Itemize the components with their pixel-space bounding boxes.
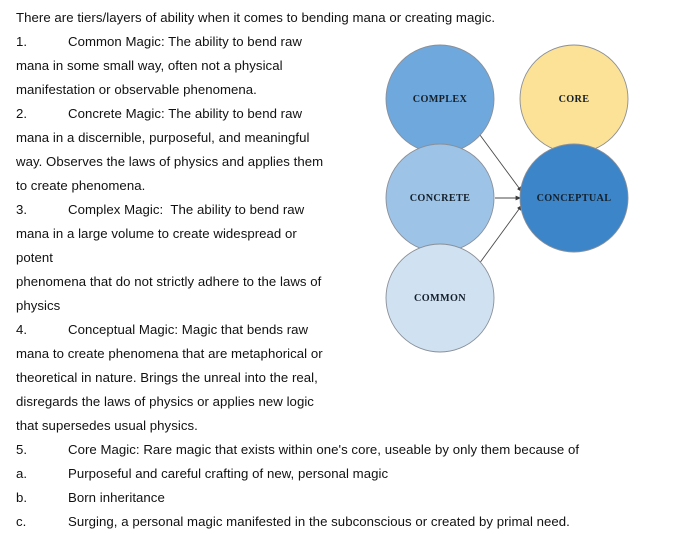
list-item: a. Purposeful and careful crafting of new… — [16, 462, 664, 486]
diagram-node-conceptual[interactable]: CONCEPTUAL — [519, 143, 629, 253]
page-root: There are tiers/layers of ability when i… — [16, 10, 670, 529]
node-label-concrete: CONCRETE — [410, 193, 471, 204]
list-text: Conceptual Magic: Magic that bends raw — [68, 322, 309, 337]
list-text: Common Magic: The ability to bend raw — [68, 34, 302, 49]
diagram-node-complex[interactable]: COMPLEX — [385, 44, 495, 154]
list-text: mana to create phenomena that are metaph… — [16, 346, 323, 361]
diagram-node-common[interactable]: COMMON — [385, 243, 495, 353]
list-text: phenomena that do not strictly adhere to… — [16, 274, 322, 289]
node-label-conceptual: CONCEPTUAL — [537, 193, 612, 204]
list-marker: 1. — [16, 34, 28, 49]
list-text: manifestation or observable phenomena. — [16, 82, 257, 97]
list-marker: b. — [16, 490, 28, 505]
node-circle-conceptual[interactable] — [519, 143, 629, 253]
list-text: Concrete Magic: The ability to bend raw — [68, 106, 303, 121]
diagram-edge-complex-to-conceptual — [479, 134, 523, 193]
list-text: physics — [16, 298, 61, 313]
magic-tier-diagram: COMPLEX CORE CONCRETE CONCEPTUAL COMMON — [378, 42, 670, 353]
list-text: that supersedes usual physics. — [16, 418, 198, 433]
node-label-core: CORE — [559, 94, 590, 105]
list-text: disregards the laws of physics or applie… — [16, 394, 314, 409]
intro-line: There are tiers/layers of ability when i… — [16, 10, 496, 25]
list-text: Purposeful and careful crafting of new, … — [68, 466, 389, 481]
list-item: 4. Conceptual Magic: Magic that bends raw — [16, 318, 664, 342]
list-marker: 3. — [16, 202, 28, 217]
diagram-nodes: COMPLEX CORE CONCRETE CONCEPTUAL COMMON — [385, 44, 629, 353]
list-marker: c. — [16, 514, 27, 529]
list-marker: a. — [16, 466, 28, 481]
list-item: 5. Core Magic: Rare magic that exists wit… — [16, 438, 664, 462]
list-item: 3. Complex Magic: The ability to bend raw — [16, 198, 664, 222]
diagram-node-concrete[interactable]: CONCRETE — [385, 143, 495, 253]
node-circle-common[interactable] — [385, 243, 495, 353]
list-text: potent — [16, 250, 53, 265]
list-text: theoretical in nature. Brings the unreal… — [16, 370, 318, 385]
list-item: b. Born inheritance — [16, 486, 664, 510]
list-text: way. Observes the laws of physics and ap… — [16, 154, 324, 169]
list-marker: 2. — [16, 106, 28, 121]
list-text: to create phenomena. — [16, 178, 146, 193]
list-text: Surging, a personal magic manifested in … — [68, 514, 570, 529]
list-text: Born inheritance — [68, 490, 165, 505]
list-item: 2. Concrete Magic: The ability to bend ra… — [16, 102, 664, 126]
diagram-edge-common-to-conceptual — [478, 204, 523, 265]
diagram-node-core[interactable]: CORE — [519, 44, 629, 154]
list-item: 1. Common Magic: The ability to bend raw — [16, 30, 664, 54]
list-text: Core Magic: Rare magic that exists withi… — [68, 442, 580, 457]
diagram-canvas: COMPLEX CORE CONCRETE CONCEPTUAL COMMON — [385, 44, 629, 353]
list-text: mana in some small way, often not a phys… — [16, 58, 283, 73]
list-text: mana in a large volume to create widespr… — [16, 226, 297, 241]
list-marker: 5. — [16, 442, 28, 457]
list-text: Complex Magic: The ability to bend raw — [68, 202, 305, 217]
list-text: mana in a discernible, purposeful, and m… — [16, 130, 310, 145]
node-label-complex: COMPLEX — [413, 94, 468, 105]
list-item: c. Surging, a personal magic manifested i… — [16, 510, 664, 534]
list-marker: 4. — [16, 322, 28, 337]
node-label-common: COMMON — [414, 293, 466, 304]
